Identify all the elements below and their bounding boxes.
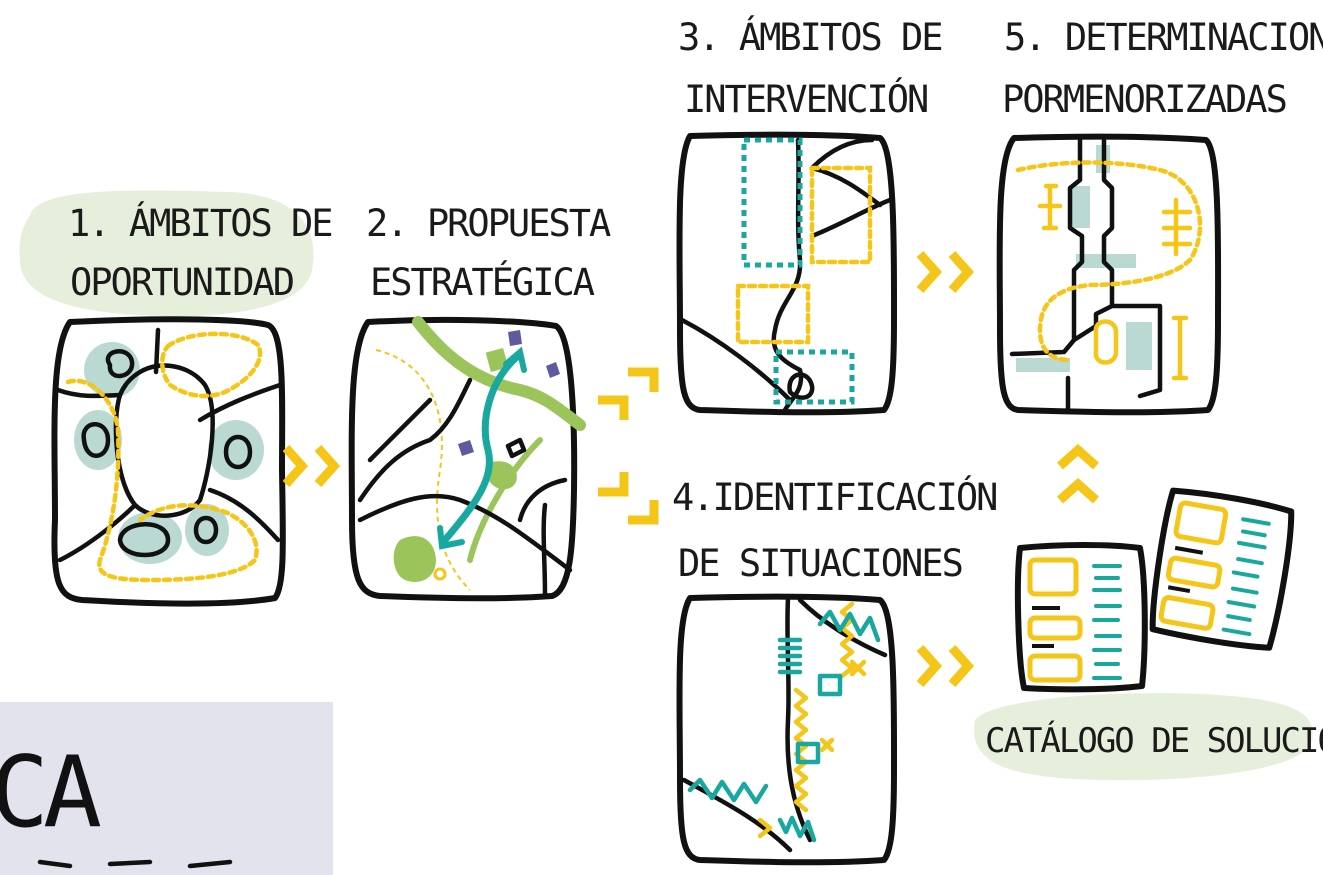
corner-text-stroke — [37, 859, 233, 869]
step-1-title-line1: 1. ÁMBITOS DE — [68, 201, 332, 245]
step-4-title-line1: 4.IDENTIFICACIÓN — [672, 475, 996, 519]
step-5-title-line2: PORMENORIZADAS — [1002, 78, 1286, 121]
arrow-2-to-3 — [598, 367, 659, 420]
frame-5-map — [996, 133, 1222, 416]
step-5-title-line1: 5. DETERMINACIONES — [1004, 16, 1323, 59]
arrow-catalog-to-5 — [1057, 443, 1099, 504]
catalog-label: CATÁLOGO DE SOLUCIONES — [985, 720, 1323, 761]
step-1-label-highlight — [19, 190, 314, 317]
step-4-title-line2: DE SITUACIONES — [678, 542, 962, 585]
frame-1-map — [51, 316, 286, 607]
catalog-sheet-right — [1149, 487, 1295, 651]
frame-2-map — [348, 316, 586, 602]
step-2-title-line1: 2. PROPUESTA — [366, 202, 611, 245]
catalog-label-highlight — [974, 693, 1313, 781]
catalog-sheet-left — [1014, 542, 1148, 693]
arrow-4-to-catalog — [916, 645, 975, 687]
corner-text: CA — [0, 736, 101, 850]
step-3-title-line2: INTERVENCIÓN — [684, 77, 927, 121]
step-2-title-line2: ESTRATÉGICA — [370, 260, 595, 304]
frame-4-map — [676, 593, 898, 866]
arrow-1-to-2 — [282, 445, 341, 487]
corner-panel — [0, 702, 333, 875]
arrow-2-to-4 — [598, 472, 659, 525]
arrow-3-to-5 — [916, 251, 975, 293]
step-3-title-line1: 3. ÁMBITOS DE — [678, 15, 942, 59]
step-1-title-line2: OPORTUNIDAD — [70, 261, 293, 304]
frame-3-map — [676, 131, 898, 416]
